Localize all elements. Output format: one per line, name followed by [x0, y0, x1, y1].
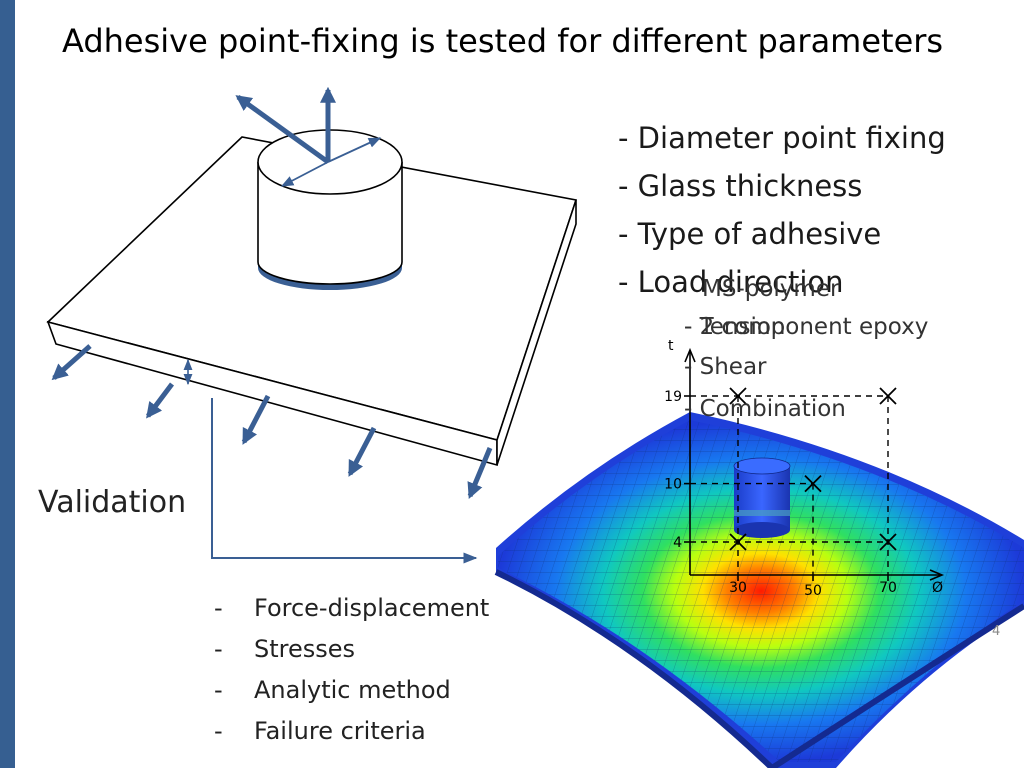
validation-item: -Force-displacement	[214, 588, 489, 629]
test-point-marker	[879, 387, 897, 405]
load-direction-item: - Tension	[684, 314, 786, 340]
parameter-item: - Glass thickness	[618, 169, 863, 203]
y-tick-label: 19	[664, 389, 682, 405]
list-dash: -	[214, 635, 223, 663]
y-tick-label: 10	[664, 477, 682, 493]
x-tick-label: 50	[804, 583, 822, 599]
parameter-item: - Diameter point fixing	[618, 121, 946, 155]
load-direction-item: - Shear	[684, 354, 767, 380]
test-matrix-plot: t Ø 19 10 4 30 50 70	[664, 338, 945, 599]
x-axis-label: Ø	[932, 580, 943, 596]
adhesive-type-item: - 2 component epoxy	[684, 314, 929, 340]
slide-title: Adhesive point-fixing is tested for diff…	[62, 22, 944, 60]
list-dash: -	[214, 676, 223, 704]
parameter-item: - Type of adhesive	[618, 217, 882, 251]
validation-item: -Analytic method	[214, 670, 489, 711]
load-arrows	[235, 86, 382, 187]
y-axis-arrowhead	[684, 347, 696, 363]
support-arrows	[51, 344, 493, 499]
list-dash: -	[214, 594, 223, 622]
test-point-marker	[804, 474, 822, 493]
point-fixing-cylinder	[257, 129, 403, 290]
adhesive-type-item: MS-polymer	[702, 276, 840, 302]
parameter-item: - Load direction	[618, 265, 844, 299]
y-axis-label: t	[668, 338, 674, 354]
y-tick-label: 4	[673, 535, 682, 551]
validation-item: -Failure criteria	[214, 711, 489, 752]
x-axis-arrowhead	[929, 569, 945, 581]
test-point-marker	[729, 533, 747, 551]
test-point-marker	[729, 387, 747, 405]
side-accent-bar	[0, 0, 15, 768]
x-tick-label: 70	[879, 580, 897, 596]
test-point-marker	[879, 533, 897, 551]
validation-heading: Validation	[38, 485, 187, 520]
validation-connector	[211, 398, 478, 564]
fem-plate	[494, 412, 1024, 768]
validation-list: -Force-displacement -Stresses -Analytic …	[214, 588, 489, 752]
page-number: 4	[992, 624, 1001, 639]
load-direction-item: - Combination	[684, 396, 846, 422]
validation-item: -Stresses	[214, 629, 489, 670]
x-tick-label: 30	[729, 580, 747, 596]
parameter-list: - Diameter point fixing - Glass thicknes…	[618, 114, 946, 306]
list-dash: -	[214, 717, 223, 745]
